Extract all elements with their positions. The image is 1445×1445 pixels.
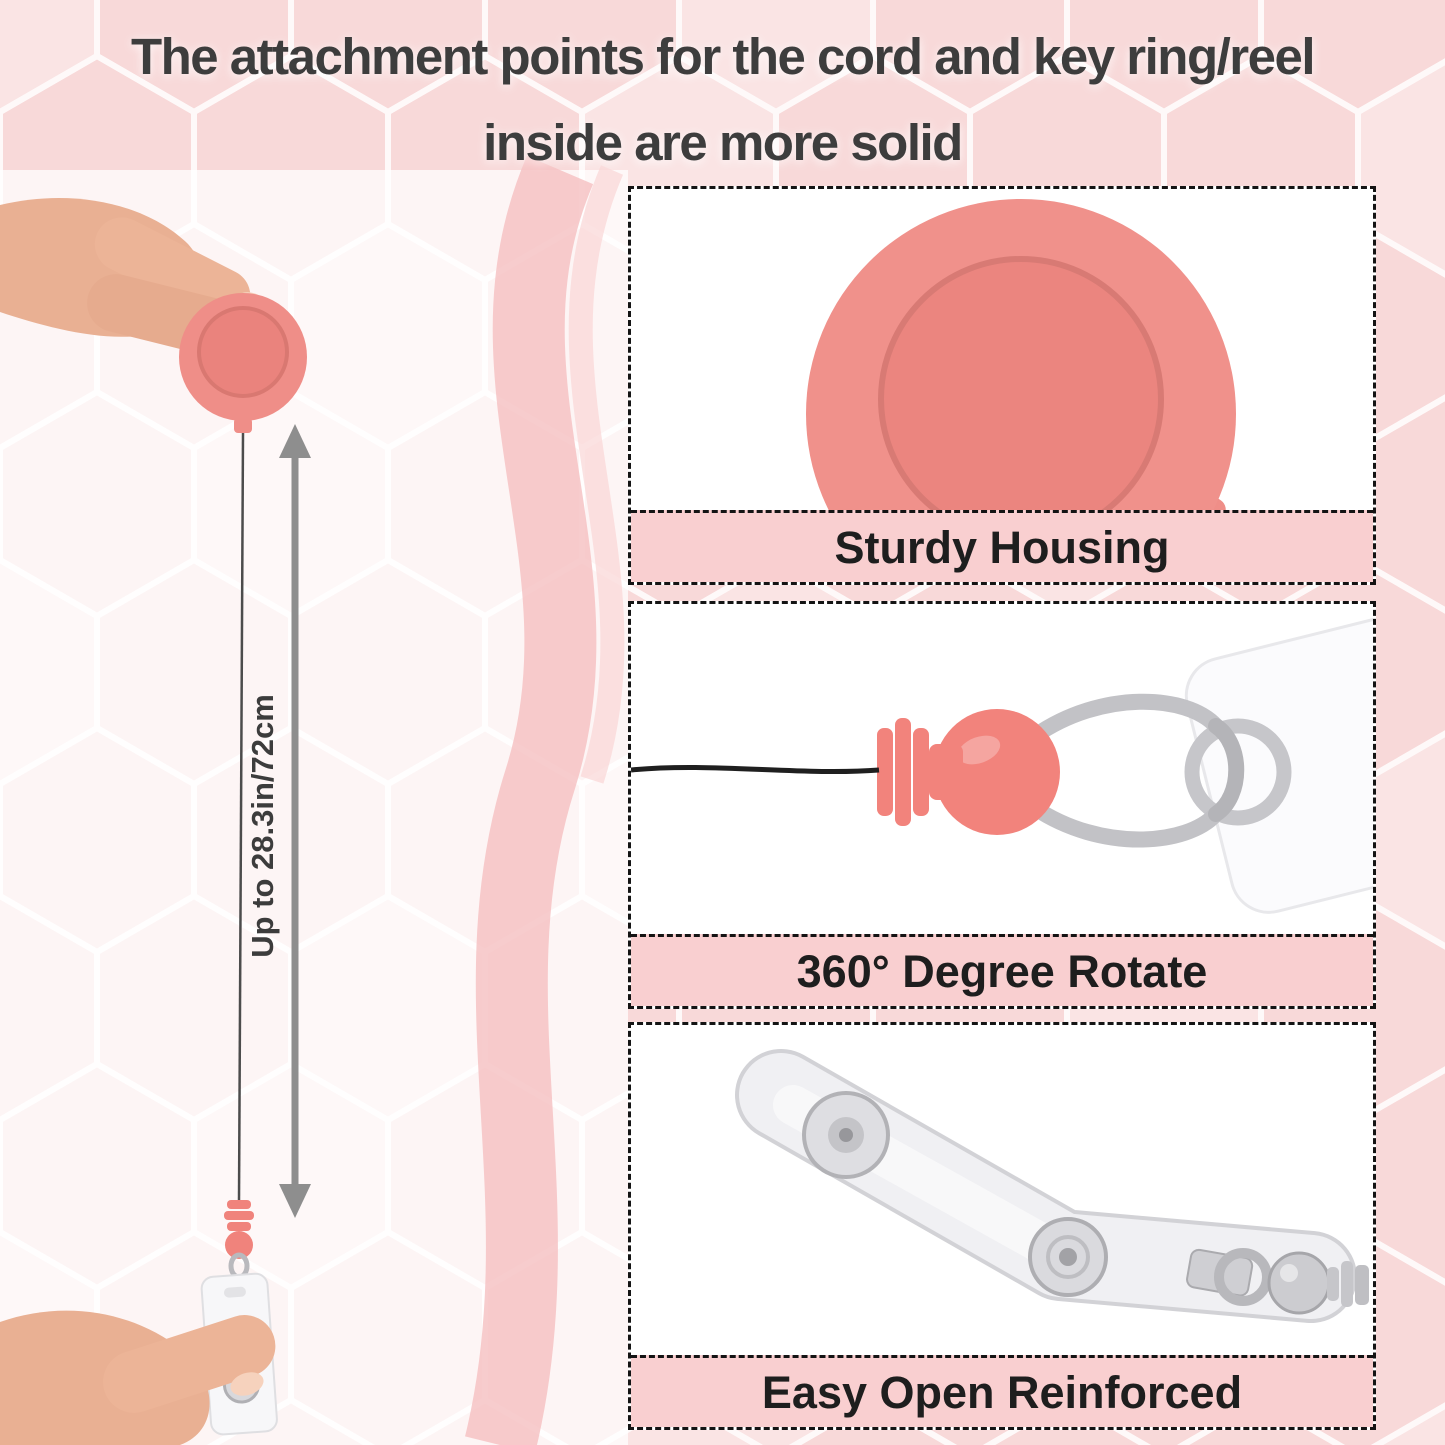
panel-caption: 360° Degree Rotate bbox=[631, 934, 1373, 1006]
thumbnail bbox=[230, 1372, 264, 1396]
panel-sturdy-housing: Sturdy Housing bbox=[628, 186, 1376, 585]
panel-easy-open-art bbox=[631, 1025, 1373, 1355]
headline-line2: inside are more solid bbox=[483, 114, 963, 171]
arrowhead-up bbox=[279, 424, 311, 458]
vinyl-strap-illustration bbox=[735, 1049, 1369, 1323]
panel-degree-rotate: 360° Degree Rotate bbox=[628, 601, 1376, 1009]
length-arrow bbox=[279, 424, 311, 1218]
retractable-cord bbox=[237, 432, 245, 1201]
panel-caption: Easy Open Reinforced bbox=[631, 1355, 1373, 1427]
pink-ribbon-echo bbox=[568, 165, 625, 784]
panel-easy-open: Easy Open Reinforced bbox=[628, 1022, 1376, 1430]
metal-snap-stud bbox=[1028, 1217, 1108, 1297]
panel-sturdy-housing-art bbox=[631, 189, 1373, 510]
panel-caption: Sturdy Housing bbox=[631, 510, 1373, 582]
metal-hook bbox=[1027, 693, 1245, 848]
panel-degree-rotate-art bbox=[631, 604, 1373, 934]
headline-line1: The attachment points for the cord and k… bbox=[130, 28, 1316, 85]
headline: The attachment points for the cord and k… bbox=[0, 14, 1445, 186]
housing-inner bbox=[881, 259, 1161, 510]
badge-reel bbox=[179, 293, 307, 433]
swivel-ridges bbox=[877, 718, 963, 826]
metal-snap-dome bbox=[802, 1091, 890, 1179]
length-label: Up to 28.3in/72cm bbox=[245, 694, 280, 958]
ball-chain-end bbox=[1267, 1251, 1369, 1315]
arrowhead-down bbox=[279, 1184, 311, 1218]
end-wire-loop bbox=[1214, 1248, 1272, 1306]
cord-exit-nub bbox=[234, 418, 252, 433]
swivel-ball bbox=[934, 709, 1060, 835]
swivel-illustration bbox=[631, 604, 1373, 914]
hand-bottom bbox=[0, 1310, 276, 1445]
cord-line bbox=[631, 764, 880, 775]
white-strap bbox=[1184, 604, 1373, 914]
reel-housing-illustration bbox=[806, 199, 1236, 510]
pink-ribbon-curve bbox=[465, 155, 597, 1445]
metal-ring bbox=[1184, 718, 1292, 826]
strap-slot bbox=[223, 1286, 246, 1298]
cord-stopper bbox=[224, 1200, 254, 1280]
